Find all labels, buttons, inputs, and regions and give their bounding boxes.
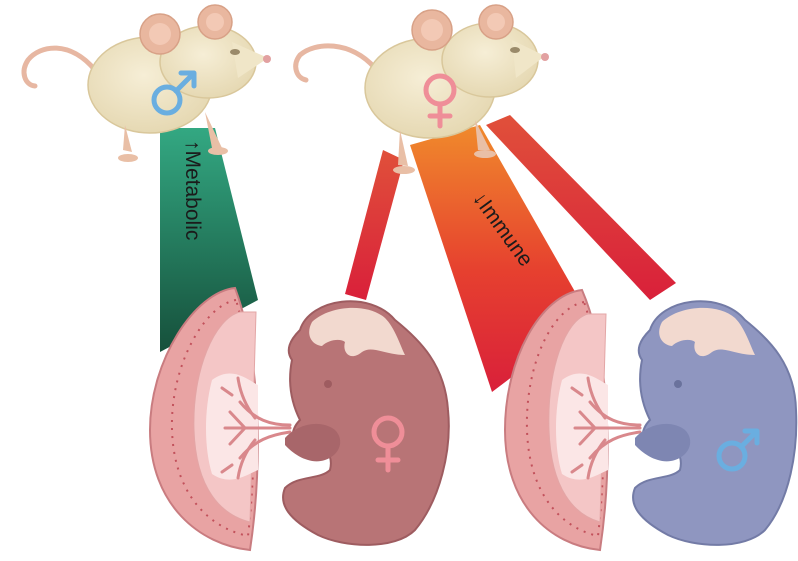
mouse-tail [24,48,95,86]
immune-beam-left [345,150,404,300]
metabolic-label: ↑Metabolic [181,140,204,240]
male-mouse [24,5,271,162]
embryo-female [283,301,449,545]
embryo-male [633,301,796,545]
mouse-tail [296,46,375,80]
